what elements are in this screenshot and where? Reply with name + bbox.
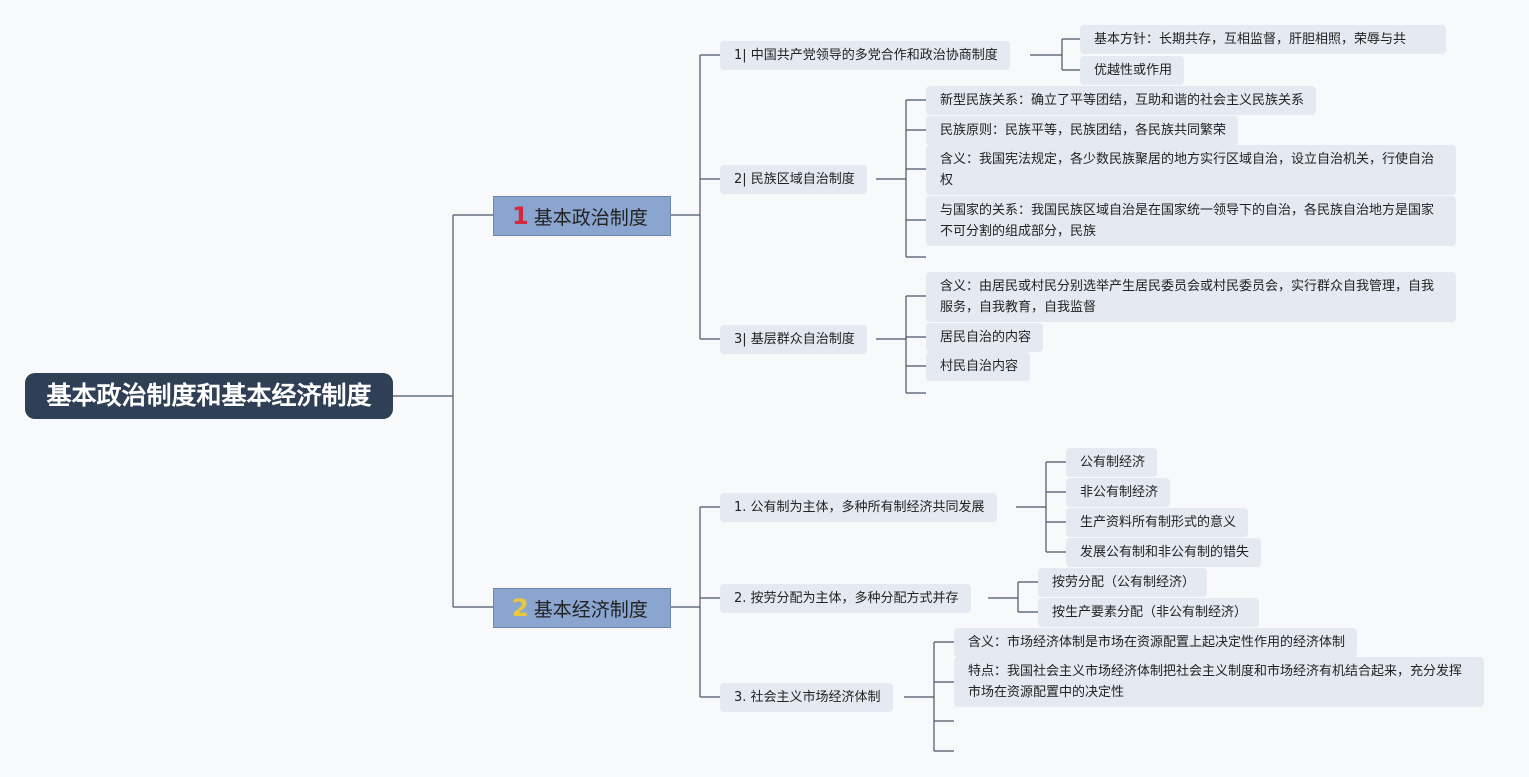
subtopic-ethnic-autonomy[interactable]: 2| 民族区域自治制度	[720, 165, 867, 194]
leaf-public-economy[interactable]: 公有制经济	[1066, 448, 1158, 477]
leaf-grassroots-meaning[interactable]: 含义：由居民或村民分别选举产生居民委员会或村民委员会，实行群众自我管理，自我服务…	[926, 272, 1456, 322]
connector-politics-1	[1030, 38, 1080, 71]
connector-economy-1	[1016, 461, 1066, 553]
subtopic-multiparty-cooperation[interactable]: 1| 中国共产党领导的多党合作和政治协商制度	[720, 41, 1010, 70]
leaf-ethnic-relations[interactable]: 新型民族关系：确立了平等团结，互助和谐的社会主义民族关系	[926, 86, 1317, 115]
branch-number: 2	[512, 594, 529, 622]
branch-number: 1	[512, 202, 529, 230]
subtopic-grassroots-autonomy[interactable]: 3| 基层群众自治制度	[720, 325, 867, 354]
leaf-distribution-by-factors[interactable]: 按生产要素分配（非公有制经济）	[1038, 598, 1260, 627]
branch-title: 基本经济制度	[533, 599, 648, 621]
leaf-distribution-by-labor[interactable]: 按劳分配（公有制经济）	[1038, 568, 1208, 597]
connector-root	[393, 214, 493, 608]
connector-economy-2	[988, 581, 1038, 613]
leaf-ethnic-principles[interactable]: 民族原则：民族平等，民族团结，各民族共同繁荣	[926, 116, 1239, 145]
leaf-development-mistakes[interactable]: 发展公有制和非公有制的错失	[1066, 538, 1262, 567]
root-topic[interactable]: 基本政治制度和基本经济制度	[25, 373, 393, 419]
leaf-villager-autonomy[interactable]: 村民自治内容	[926, 352, 1031, 381]
connector-politics-3	[876, 295, 926, 394]
leaf-advantages[interactable]: 优越性或作用	[1080, 56, 1185, 85]
subtopic-distribution[interactable]: 2. 按劳分配为主体，多种分配方式并存	[720, 584, 971, 613]
connector-politics	[670, 54, 720, 340]
subtopic-public-ownership[interactable]: 1. 公有制为主体，多种所有制经济共同发展	[720, 493, 997, 522]
leaf-autonomy-meaning[interactable]: 含义：我国宪法规定，各少数民族聚居的地方实行区域自治，设立自治机关，行使自治权	[926, 145, 1456, 195]
leaf-resident-autonomy[interactable]: 居民自治的内容	[926, 323, 1044, 352]
leaf-non-public-economy[interactable]: 非公有制经济	[1066, 478, 1171, 507]
leaf-autonomy-relation[interactable]: 与国家的关系：我国民族区域自治是在国家统一领导下的自治，各民族自治地方是国家不可…	[926, 196, 1456, 246]
leaf-market-meaning[interactable]: 含义：市场经济体制是市场在资源配置上起决定性作用的经济体制	[954, 628, 1358, 657]
leaf-market-features[interactable]: 特点：我国社会主义市场经济体制把社会主义制度和市场经济有机结合起来，充分发挥市场…	[954, 657, 1484, 707]
leaf-ownership-significance[interactable]: 生产资料所有制形式的意义	[1066, 508, 1249, 537]
branch-title: 基本政治制度	[533, 207, 648, 229]
connector-economy	[670, 506, 720, 698]
connector-economy-3	[904, 641, 954, 752]
subtopic-market-economy[interactable]: 3. 社会主义市场经济体制	[720, 683, 893, 712]
connector-politics-2	[876, 99, 926, 258]
leaf-basic-policy[interactable]: 基本方针：长期共存，互相监督，肝胆相照，荣辱与共	[1080, 25, 1446, 54]
